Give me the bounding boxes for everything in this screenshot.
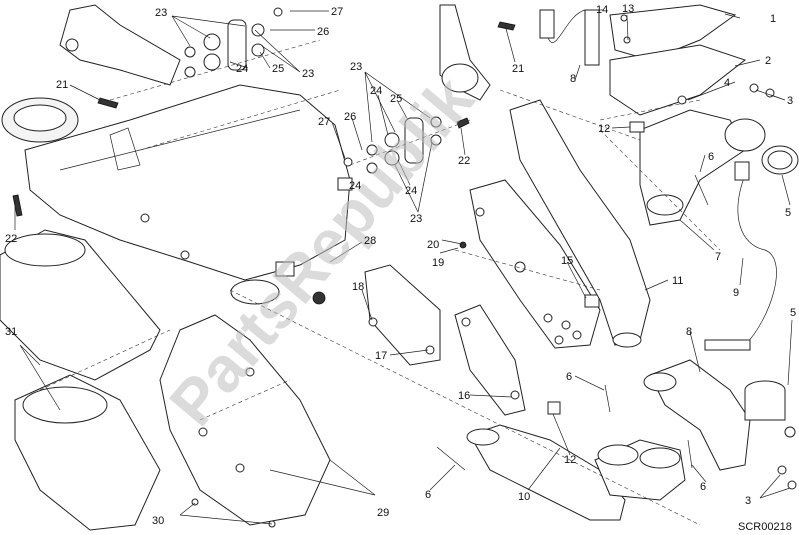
- callout-6: 6: [700, 481, 706, 493]
- silencer-clip: [337, 177, 353, 191]
- sensor-wire: [737, 174, 777, 346]
- callout-25: 25: [272, 63, 284, 75]
- callout-28: 28: [364, 235, 376, 247]
- callout-6: 6: [425, 489, 431, 501]
- callout-25: 25: [390, 93, 402, 105]
- parts-layer: [0, 4, 799, 531]
- callout-6: 6: [566, 371, 572, 383]
- callout-10: 10: [518, 491, 530, 503]
- callout-4: 4: [724, 77, 730, 89]
- bolt-22-left: [12, 194, 23, 217]
- assembly-axes: [39, 39, 721, 526]
- flange-stud: [784, 426, 796, 438]
- callout-5: 5: [785, 207, 791, 219]
- callout-3: 3: [787, 95, 793, 107]
- callout-16: 16: [458, 390, 470, 402]
- diagram-code: SCR00218: [738, 521, 792, 533]
- callout-14: 14: [596, 4, 608, 16]
- callout-23: 23: [302, 68, 314, 80]
- callout-24: 24: [349, 180, 361, 192]
- guard-plate-16: [454, 304, 526, 416]
- callout-24: 24: [405, 185, 417, 197]
- callout-20: 20: [427, 239, 439, 251]
- mounting-plate-15: [469, 179, 601, 349]
- callout-11: 11: [672, 275, 683, 287]
- spring-6-mid: [604, 384, 611, 413]
- oxygen-sensor-lower: [704, 339, 751, 351]
- heat-guard-2: [609, 44, 747, 116]
- callout-24: 24: [370, 85, 382, 97]
- callout-22: 22: [5, 233, 17, 245]
- header-pipe-9: [649, 359, 751, 471]
- callout-27: 27: [318, 116, 330, 128]
- bolt-21-mid: [497, 21, 516, 31]
- callout-21: 21: [512, 63, 524, 75]
- callout-23: 23: [350, 61, 362, 73]
- callout-23: 23: [155, 7, 167, 19]
- callout-8: 8: [570, 73, 576, 85]
- frame-bracket: [59, 4, 181, 86]
- down-pipe-10: [469, 424, 626, 521]
- callout-6: 6: [708, 151, 714, 163]
- callout-22: 22: [458, 155, 470, 167]
- callouts: 23 27 26 24 25 23 21 22 23 27 26 24 25 2…: [5, 3, 796, 533]
- callout-1: 1: [770, 13, 776, 25]
- heat-guard-1: [609, 4, 737, 61]
- callout-19: 19: [432, 257, 444, 269]
- callout-17: 17: [375, 350, 387, 362]
- callout-2: 2: [765, 55, 771, 67]
- callout-30: 30: [152, 515, 164, 527]
- callout-12: 12: [564, 454, 576, 466]
- silencer-clamp: [275, 261, 295, 277]
- silencer-outlet: [230, 279, 280, 305]
- callout-31: 31: [5, 326, 17, 338]
- grommet: [312, 291, 326, 305]
- callout-3: 3: [745, 495, 751, 507]
- callout-27: 27: [331, 6, 343, 18]
- callout-26: 26: [344, 111, 356, 123]
- callout-5: 5: [790, 307, 796, 319]
- callout-23: 23: [410, 213, 422, 225]
- bolt-22-mid: [456, 117, 470, 129]
- spring-6-lower: [436, 446, 466, 471]
- callout-15: 15: [561, 255, 573, 267]
- callout-29: 29: [377, 507, 389, 519]
- callout-9: 8: [686, 326, 692, 338]
- bolt-stack-middle: [343, 116, 442, 174]
- spring-6-right: [687, 439, 693, 469]
- callout-13: 13: [622, 3, 634, 15]
- callout-26: 26: [317, 26, 329, 38]
- heat-shield-29: [159, 314, 331, 526]
- bolt-21-left: [97, 97, 119, 109]
- callout-8: 9: [733, 287, 739, 299]
- bolt-stack-upper: [184, 7, 283, 78]
- leader-lines: [14, 9, 793, 525]
- heat-shield-left: [0, 229, 161, 381]
- callout-12: 12: [598, 123, 610, 135]
- callout-24: 24: [236, 63, 248, 75]
- callout-18: 18: [352, 281, 364, 293]
- silencer-body: [24, 84, 351, 281]
- spring-6-upper: [694, 174, 709, 206]
- oxygen-sensor-upper: [584, 9, 600, 66]
- callout-7: 7: [715, 251, 721, 263]
- bracket-hole: [65, 38, 79, 52]
- callout-21: 21: [56, 79, 68, 91]
